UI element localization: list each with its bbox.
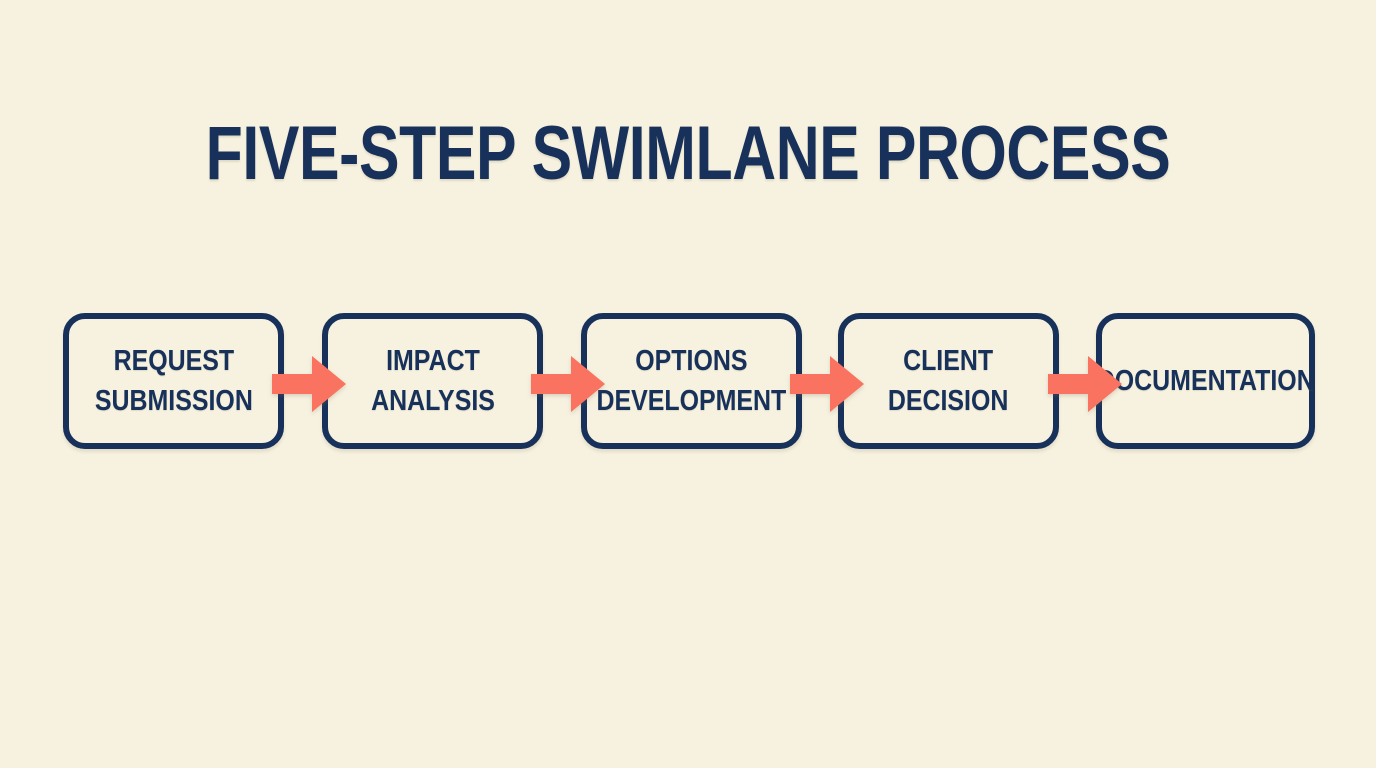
process-step-1-label: REQUEST SUBMISSION (94, 345, 253, 417)
process-step-4-label: CLIENT DECISION (888, 345, 1009, 417)
arrow-right-icon (272, 356, 346, 412)
process-step-3[interactable]: OPTIONS DEVELOPMENT (581, 313, 802, 449)
process-flow: REQUEST SUBMISSION IMPACT ANALYSIS OPTIO… (63, 313, 1315, 455)
process-step-4[interactable]: CLIENT DECISION (838, 313, 1059, 449)
arrow-right-icon (531, 356, 605, 412)
process-step-5[interactable]: DOCUMENTATION (1096, 313, 1315, 449)
process-step-3-label: OPTIONS DEVELOPMENT (596, 345, 787, 417)
process-step-1[interactable]: REQUEST SUBMISSION (63, 313, 284, 449)
arrow-right-icon (790, 356, 864, 412)
process-step-5-label: DOCUMENTATION (1096, 365, 1315, 397)
process-step-2-label: IMPACT ANALYSIS (370, 345, 495, 417)
process-step-2[interactable]: IMPACT ANALYSIS (322, 313, 543, 449)
arrow-right-icon (1048, 356, 1122, 412)
page-title: FIVE-STEP SWIMLANE PROCESS (205, 111, 1171, 196)
